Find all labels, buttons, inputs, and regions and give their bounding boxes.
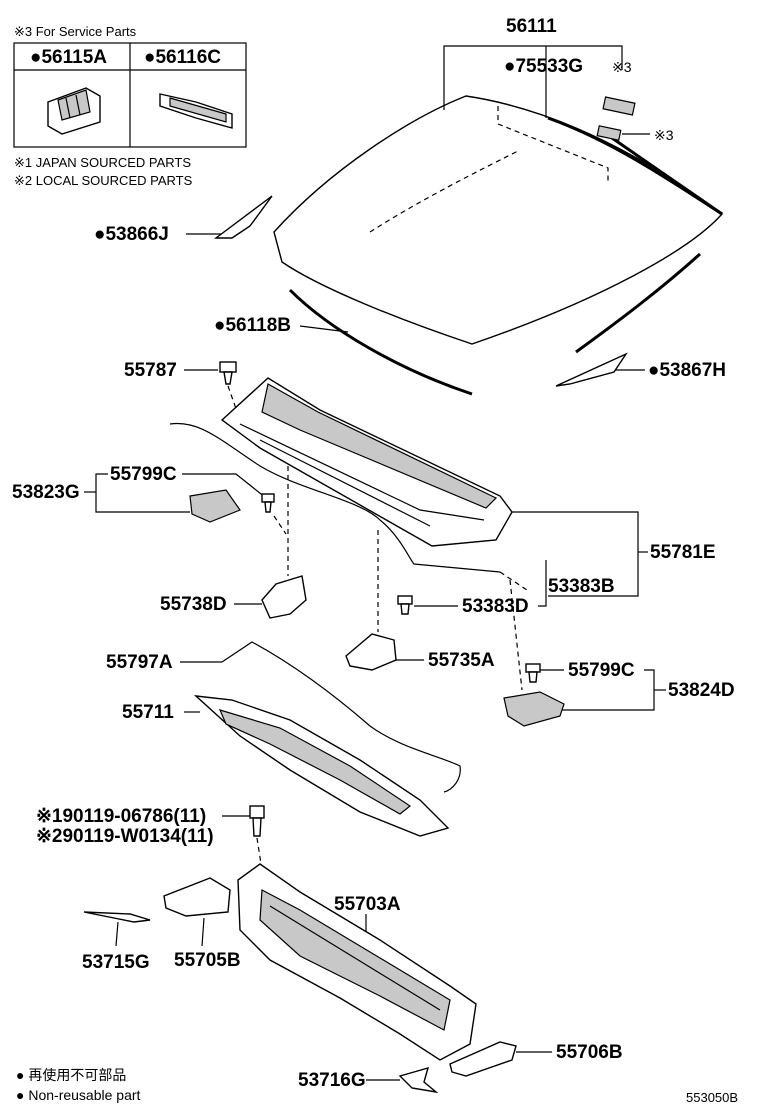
service-parts-box: ※3 For Service Parts ●56115A ●56116C [13, 24, 247, 148]
label-55735A: 55735A [428, 650, 495, 671]
label-53383B: 53383B [548, 576, 615, 597]
clip-56116C-icon [159, 93, 233, 129]
label-55787: 55787 [124, 360, 177, 381]
label-55799C-upper: 55799C [110, 464, 177, 485]
label-56118B: ●56118B [214, 315, 291, 336]
cowl-louver-55781E [220, 377, 513, 547]
label-53383D: 53383D [462, 596, 529, 617]
cowl-top-55703A [237, 863, 477, 1061]
label-bolt-japan: ※190119-06786(11) [36, 806, 206, 827]
legend-non-reusable: ● Non-reusable part [16, 1087, 141, 1103]
label-bolt-local: ※290119-W0134(11) [36, 826, 214, 847]
diagram-id: 553050B [686, 1090, 738, 1105]
bolt-icon [249, 805, 265, 837]
label-55797A: 55797A [106, 652, 173, 673]
label-55711: 55711 [122, 702, 174, 723]
label-53823G: 53823G [12, 482, 80, 503]
label-53866J: ●53866J [94, 224, 169, 245]
label-53715G: 53715G [82, 952, 150, 973]
label-56111: 56111 [506, 16, 557, 37]
note-japan-sourced: ※1 JAPAN SOURCED PARTS [14, 155, 191, 170]
label-55706B: 55706B [556, 1042, 623, 1063]
service-box-title: ※3 For Service Parts [14, 24, 137, 39]
label-55705B: 55705B [174, 950, 241, 971]
label-53716G: 53716G [298, 1070, 366, 1091]
clip-56115A-icon [47, 87, 101, 135]
service-part-56115A: ●56115A [30, 47, 107, 68]
label-service-mark-b: ※3 [654, 127, 674, 143]
label-55738D: 55738D [160, 594, 227, 615]
label-55799C-lower: 55799C [568, 660, 635, 681]
windshield-glass [273, 95, 724, 396]
label-53867H: ●53867H [648, 360, 726, 381]
clip-53383D-icon [397, 595, 413, 615]
label-55781E: 55781E [650, 542, 716, 563]
label-service-mark-a: ※3 [612, 59, 632, 75]
label-75533G: ●75533G [504, 56, 583, 77]
bracket-53823G-icon [189, 489, 275, 523]
clip-55787-icon [219, 361, 237, 385]
cowl-panel-55711 [193, 695, 450, 837]
label-55703A: 55703A [334, 894, 401, 915]
legend-jp: ● 再使用不可部品 [16, 1067, 126, 1083]
note-local-sourced: ※2 LOCAL SOURCED PARTS [14, 173, 193, 188]
service-part-56116C: ●56116C [144, 47, 221, 68]
label-53824D: 53824D [668, 680, 735, 701]
